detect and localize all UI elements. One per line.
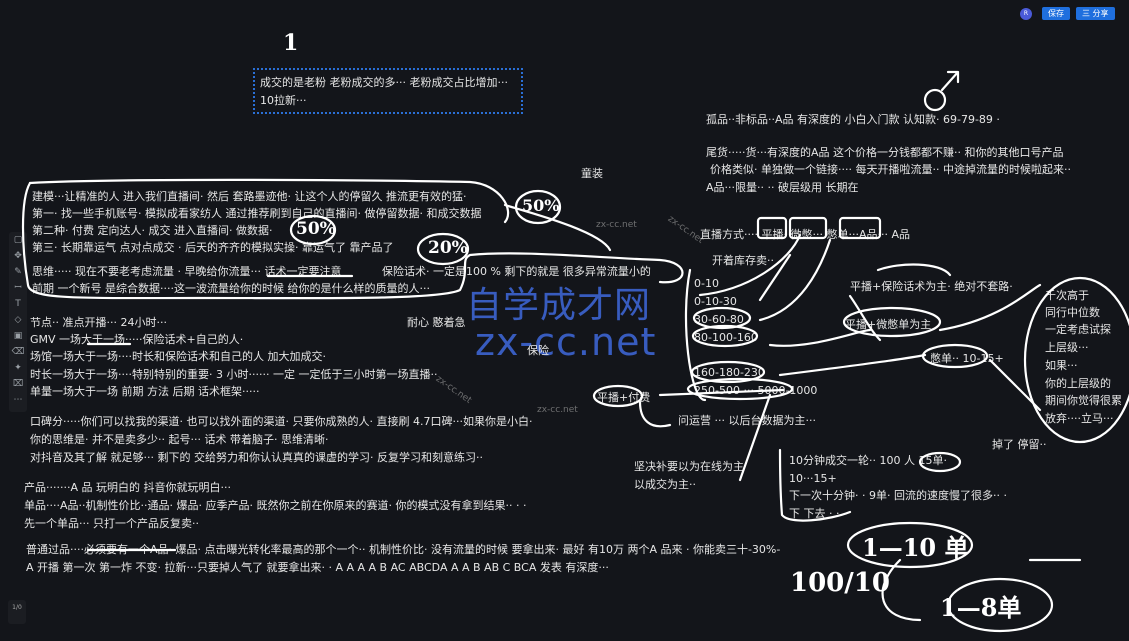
note-text: 产品·······A 品 玩明白的 抖音你就玩明白··· <box>24 481 231 494</box>
note-text: 第二种· 付费 定向达人· 成交 进入直播间· 做数据· <box>32 224 273 237</box>
side-note: 千次高于 <box>1045 289 1089 302</box>
top-bar: R 保存 三 分享 <box>0 0 1129 28</box>
side-note: 同行中位数 <box>1045 306 1100 319</box>
note-text: 价格类似· 单独做一个链接···· 每天开播啦流量·· 中途掉流量的时候啦起来·… <box>710 163 1071 176</box>
note-text: 先一个单品··· 只打一个产品反复卖·· <box>24 517 199 530</box>
text-tool-icon[interactable]: T <box>15 299 21 309</box>
note-text: 10···15+ <box>789 472 837 485</box>
note-text: 耐心 憨着急 <box>407 316 466 329</box>
image-tool-icon[interactable]: ▣ <box>13 331 23 341</box>
watermark-small: zx-cc.net <box>537 405 578 415</box>
note-text: A 开播 第一次 第一炸 不变· 拉新···只要掉人气了 就要拿出来· · A … <box>26 561 609 574</box>
save-button[interactable]: 保存 <box>1042 7 1070 20</box>
note-text: A品···限量·· ·· 破层级用 长期在 <box>706 181 859 194</box>
handwritten-note: 1—10 单 <box>862 533 969 562</box>
watermark-url: zx-cc.net <box>475 320 657 364</box>
note-text: 单品····A品··机制性价比··通品· 爆品· 应季产品· 既然你之前在你原来… <box>24 499 527 512</box>
note-text: 普通过品····必须要有一个A品· 爆品· 点击曝光转化率最高的那个一个·· 机… <box>26 543 781 556</box>
more-tool-icon[interactable]: ⋯ <box>13 395 23 405</box>
brush-tool-icon[interactable]: ꟷ <box>14 283 22 293</box>
laser-tool-icon[interactable]: ✦ <box>14 363 22 373</box>
selection-box[interactable] <box>253 68 523 114</box>
handwritten-note: 100/10 <box>790 568 890 598</box>
note-text: 思维····· 现在不要老考虑流量 · 早晚给你流量··· 话术一定要注意 <box>32 265 342 278</box>
note-text: 尾货·····货···有深度的A品 这个价格一分钱都都不赚·· 和你的其他口号产… <box>706 146 1064 159</box>
note-text: 对抖音及其了解 就足够··· 剩下的 交给努力和你认认真真的课虚的学习· 反复学… <box>30 451 483 464</box>
delete-tool-icon[interactable]: ⌧ <box>12 379 24 389</box>
note-text: 10拉新··· <box>260 94 307 107</box>
share-button[interactable]: 三 分享 <box>1076 7 1115 20</box>
shape-tool-icon[interactable]: ◇ <box>14 315 22 325</box>
note-text: 前期 一个新号 是综合数据····这一波流量给你的时候 给你的是什么样的质量的人… <box>32 282 430 295</box>
side-note: 放弃····立马··· <box>1045 412 1114 425</box>
side-note: 一定考虑试探 <box>1045 323 1111 336</box>
side-note: 如果··· <box>1045 359 1078 372</box>
note-text: 问运营 ··· 以后台数据为主··· <box>678 414 816 427</box>
side-note: 你的上层级的 <box>1045 377 1111 390</box>
page-indicator-text: 1/0 <box>12 604 22 611</box>
note-text: 下 下去 · · <box>789 507 840 520</box>
side-note: 期间你觉得很累 <box>1045 394 1122 407</box>
note-text: 口碑分·····你们可以找我的渠道· 也可以找外面的渠道· 只要你成熟的人· 直… <box>30 415 533 428</box>
note-text: 节点·· 准点开播··· 24小时··· <box>30 316 167 329</box>
note-text: 你的思维是· 并不是卖多少·· 起号··· 话术 带着脑子· 思维清晰· <box>30 433 329 446</box>
page-indicator[interactable]: 1/0 <box>8 600 26 624</box>
note-text: 以成交为主·· <box>634 478 696 491</box>
number-range: 0-10-30 <box>694 295 737 308</box>
hand-tool-icon[interactable]: ✥ <box>14 251 22 261</box>
note-text: 单量一场大于一场 前期 方法 后期 话术框架····· <box>30 385 260 398</box>
pen-tool-icon[interactable]: ✎ <box>14 267 22 277</box>
number-range: 0-10 <box>694 277 719 290</box>
note-text: 下一次十分钟· · 9单· 回流的速度慢了很多·· · <box>789 489 1007 502</box>
note-text: 平播+付费 <box>597 391 651 404</box>
watermark-cn: 自学成才网 <box>466 285 652 326</box>
note-text: 第三· 长期靠运气 点对点成交 · 后天的齐齐的模拟实操· 靠运气了 靠产品了 <box>32 241 394 254</box>
note-text: 坚决补要以为在线为主 <box>634 460 744 473</box>
note-text: GMV 一场大于一场·····保险话术+自己的人· <box>30 333 244 346</box>
handwritten-percent: 50% <box>522 196 560 215</box>
note-text: 孤品··非标品··A品 有深度的 小白入门款 认知款· 69-79-89 · <box>706 113 1000 126</box>
note-text: 保险话术· 一定是100 % 剩下的就是 很多异常流量小的 <box>382 265 651 278</box>
note-text: 10分钟成交一轮·· 100 人 15单· <box>789 454 947 467</box>
note-text: 成交的是老粉 老粉成交的多··· 老粉成交占比增加··· <box>260 76 508 89</box>
note-text: 建模···让精准的人 进入我们直播间· 然后 套路墨迹他· 让这个人的停留久 推… <box>32 190 467 203</box>
note-text: 场馆一场大于一场····时长和保险话术和自己的人 加大加成交· <box>30 350 326 363</box>
note-text: 平播+保险话术为主· 绝对不套路· <box>850 280 1013 293</box>
note-text: 保险 <box>527 344 549 357</box>
eraser-tool-icon[interactable]: ⌫ <box>11 347 25 357</box>
note-text: 童装 <box>581 167 603 180</box>
user-avatar[interactable]: R <box>1020 8 1032 20</box>
handwritten-number: 1 <box>283 30 299 56</box>
left-toolbar: ▢ ✥ ✎ ꟷ T ◇ ▣ ⌫ ✦ ⌧ ⋯ <box>9 232 27 412</box>
number-range: 160-180-230 <box>694 366 765 379</box>
side-note: 上层级··· <box>1045 341 1089 354</box>
note-text: 掉了 停留·· <box>992 438 1047 451</box>
handwritten-percent: 50% <box>296 219 336 239</box>
note-text: 憋单·· 10-15+ <box>930 352 1004 365</box>
note-text: 第一· 找一些手机账号· 模拟成看家纺人 通过推荐刷到自己的直播间· 做停留数据… <box>32 207 482 220</box>
note-text: 开着库存卖·· <box>712 254 774 267</box>
select-tool-icon[interactable]: ▢ <box>13 235 23 245</box>
watermark-small: zx-cc.net <box>596 220 637 230</box>
handwritten-percent: 20% <box>428 238 468 258</box>
number-range: 30-60-80 <box>694 313 744 326</box>
note-text: 时长一场大于一场····特别特别的重要· 3 小时······ 一定 一定低于三… <box>30 368 438 381</box>
number-range: 80-100-160 <box>694 331 758 344</box>
